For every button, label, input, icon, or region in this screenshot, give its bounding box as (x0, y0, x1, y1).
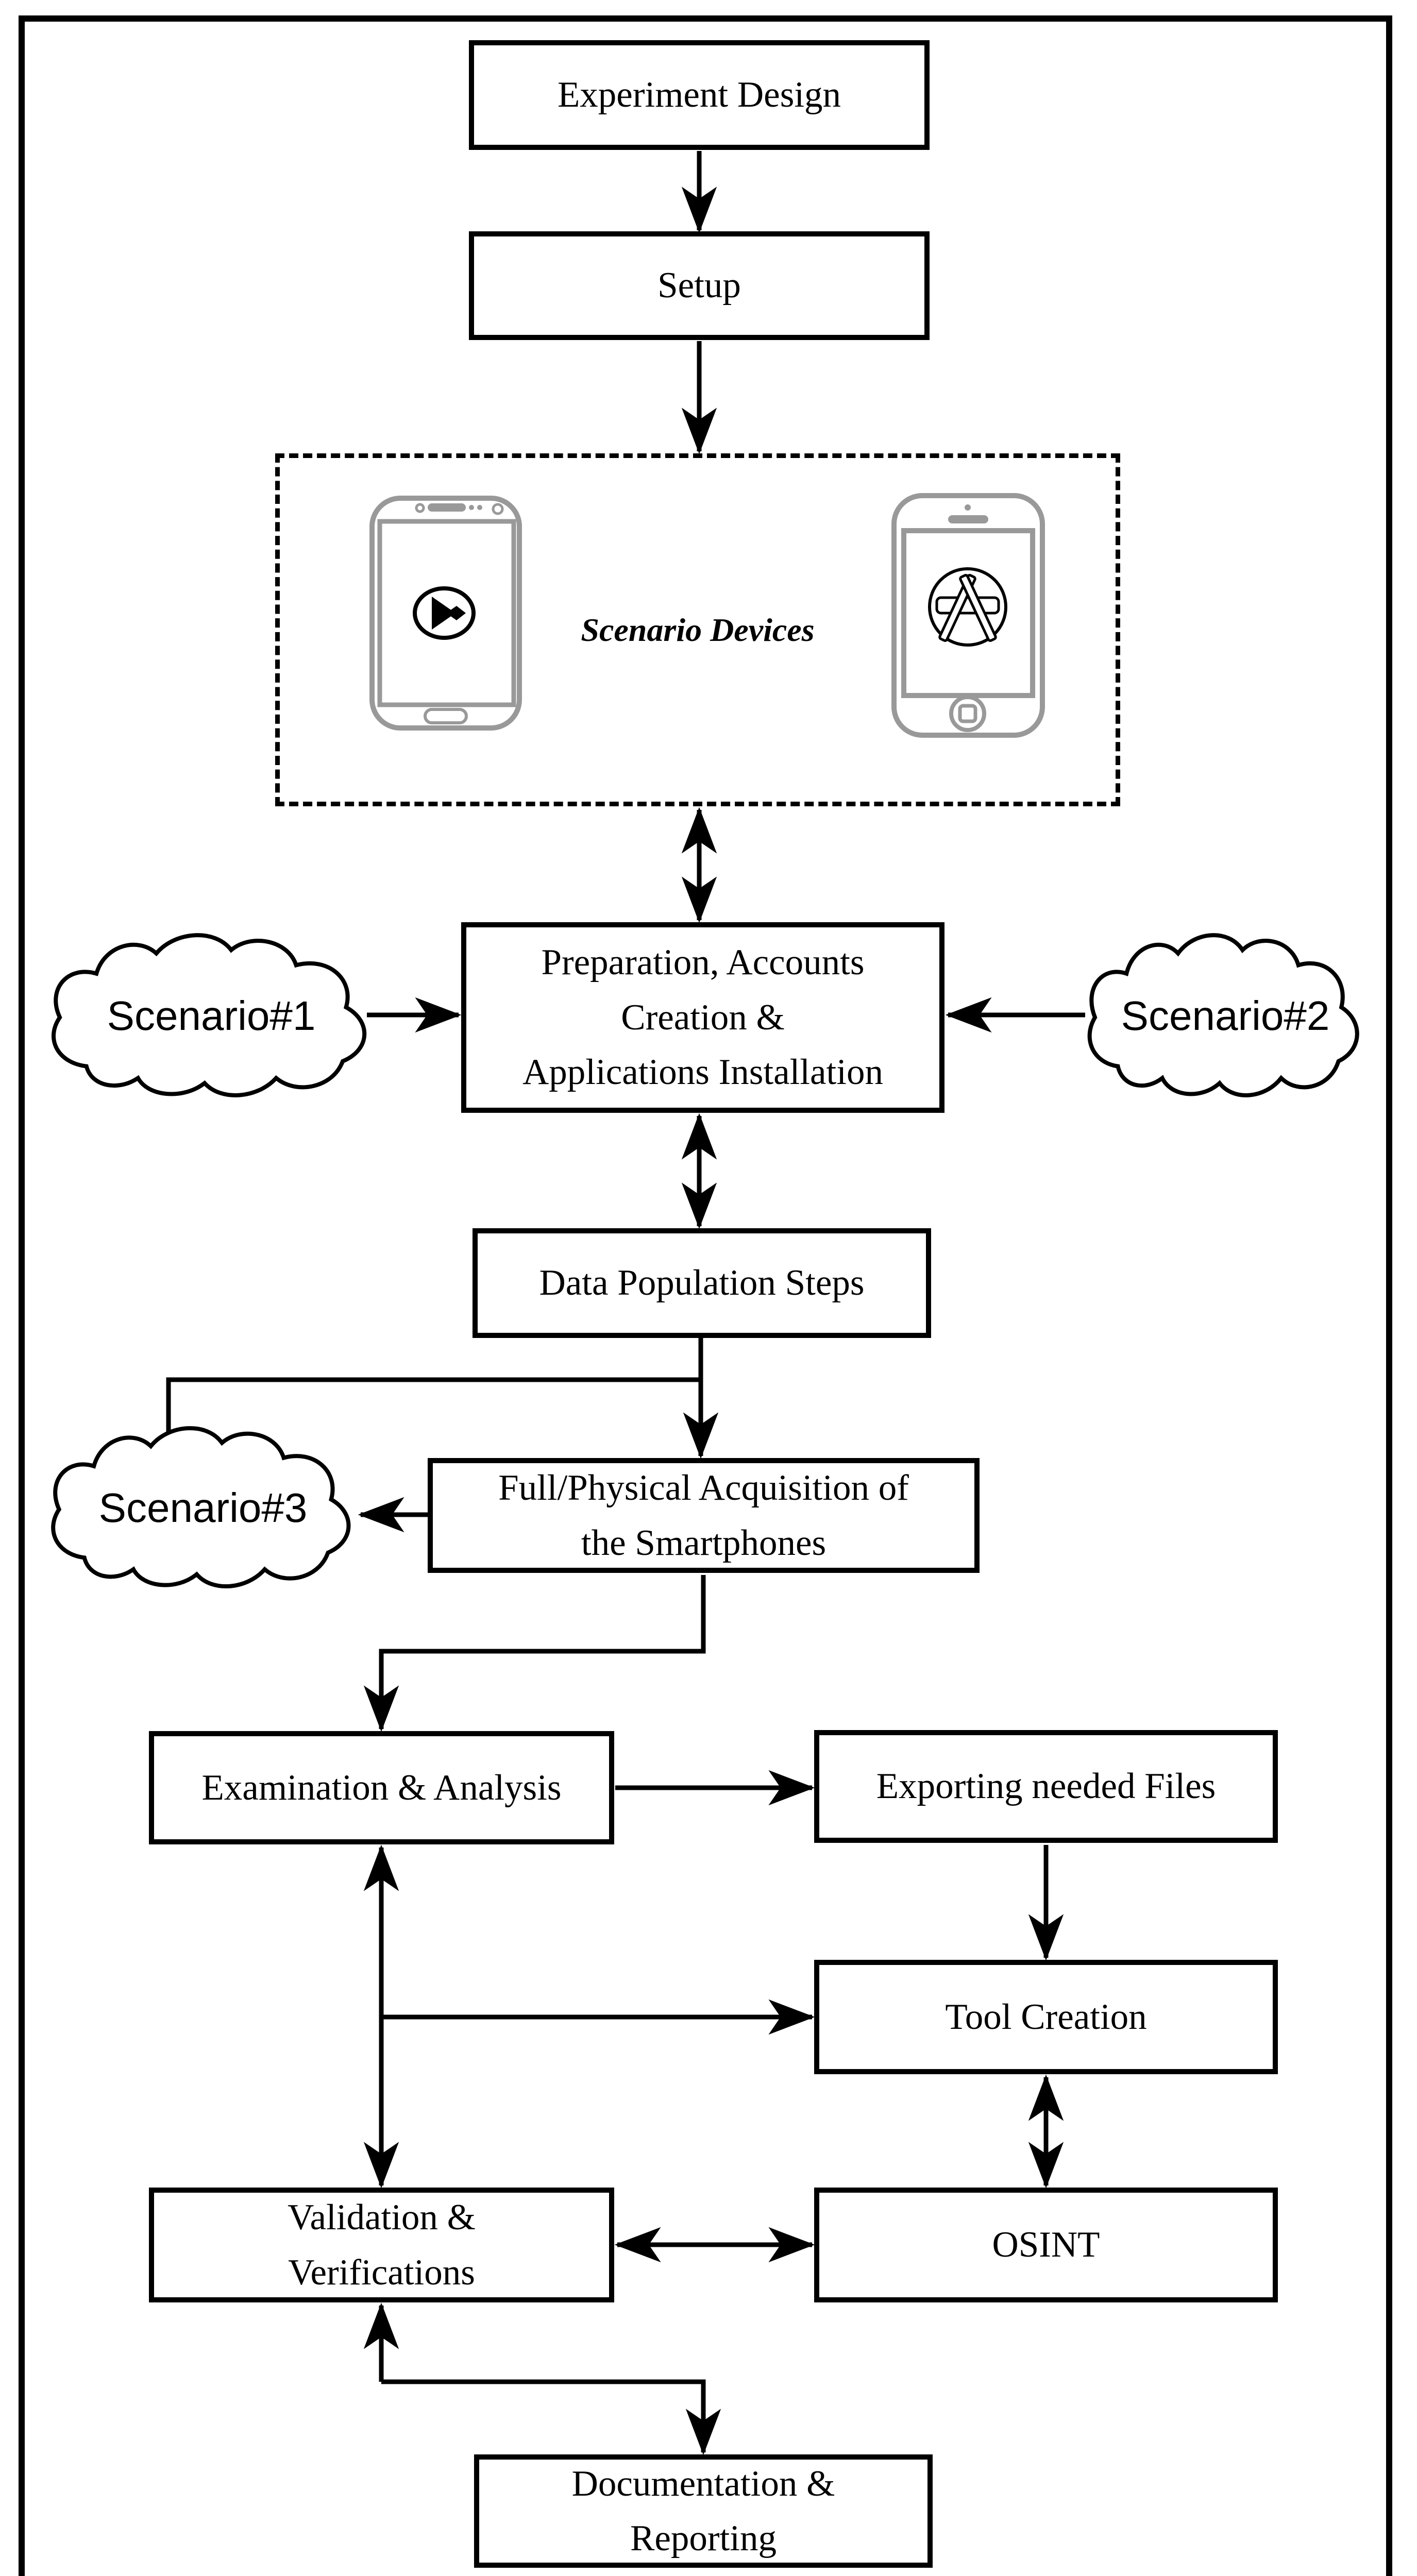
node-preparation: Preparation, Accounts Creation & Applica… (461, 922, 944, 1113)
arrow-elbow-to-documentation (381, 2379, 721, 2455)
node-data-population: Data Population Steps (473, 1228, 931, 1338)
node-examination-analysis: Examination & Analysis (149, 1731, 614, 1844)
node-experiment-design: Experiment Design (469, 40, 930, 150)
node-osint: OSINT (814, 2188, 1278, 2302)
node-documentation-reporting: Documentation & Reporting (474, 2454, 933, 2568)
node-tool-creation: Tool Creation (814, 1960, 1278, 2074)
scenario3-label: Scenario#3 (98, 1484, 308, 1531)
scenario1-label: Scenario#1 (107, 992, 316, 1039)
scenario-devices-label: Scenario Devices (581, 611, 815, 648)
outer-frame (19, 15, 1392, 2576)
node-validation-verifications: Validation & Verifications (149, 2188, 614, 2302)
iphone-icon (891, 493, 1045, 738)
android-phone-icon (369, 496, 522, 731)
scenario-devices-container (275, 453, 1120, 806)
arrow-acquisition-to-examination (363, 1575, 706, 1732)
node-full-physical-acquisition: Full/Physical Acquisition of the Smartph… (428, 1458, 980, 1573)
play-store-icon (413, 586, 476, 640)
node-setup: Setup (469, 231, 930, 340)
scenario2-label: Scenario#2 (1121, 992, 1330, 1039)
app-store-icon (928, 567, 1007, 647)
node-exporting-files: Exporting needed Files (814, 1730, 1278, 1843)
